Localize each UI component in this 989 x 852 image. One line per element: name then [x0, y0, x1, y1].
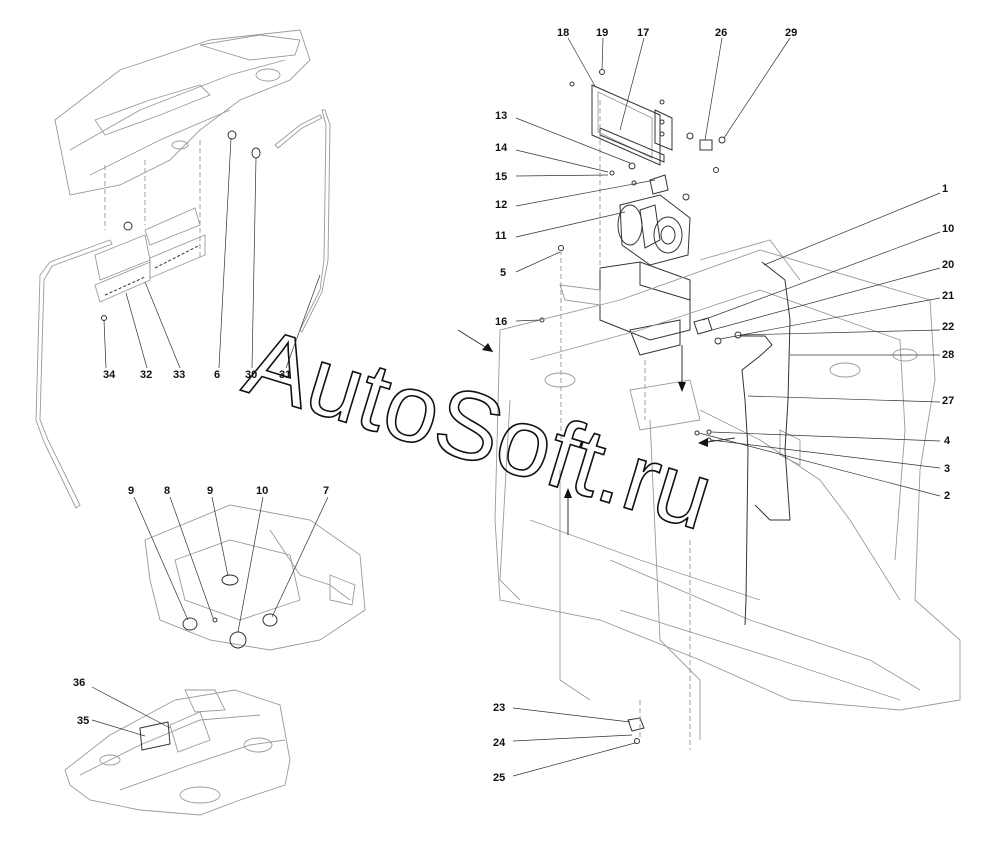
callout-25: 25 [493, 772, 505, 784]
callout-10-left: 10 [256, 485, 268, 497]
callout-23: 23 [493, 702, 505, 714]
callout-13: 13 [495, 110, 507, 122]
callout-4: 4 [944, 435, 951, 447]
callout-2: 2 [944, 490, 950, 502]
callout-labels: 18 19 17 26 29 13 14 15 12 11 5 16 1 10 … [73, 27, 954, 784]
cab-frame [457, 239, 961, 750]
callout-15: 15 [495, 171, 507, 183]
callout-10-right: 10 [942, 223, 954, 235]
callout-29: 29 [785, 27, 797, 39]
leader-lines [91, 37, 941, 777]
callout-26: 26 [715, 27, 727, 39]
watermark-text: AutoSoft.ru [234, 308, 725, 551]
callout-21: 21 [942, 290, 954, 302]
callout-28: 28 [942, 349, 954, 361]
callout-19: 19 [596, 27, 608, 39]
callout-12: 12 [495, 199, 507, 211]
callout-30: 30 [245, 369, 257, 381]
callout-16: 16 [495, 316, 507, 328]
callout-34: 34 [103, 369, 116, 381]
callout-35: 35 [77, 715, 89, 727]
callout-36: 36 [73, 677, 85, 689]
callout-14: 14 [495, 142, 508, 154]
ceiling-panel-assembly [35, 29, 331, 509]
callout-6: 6 [214, 369, 220, 381]
floor-assembly [64, 689, 291, 816]
callout-20: 20 [942, 259, 954, 271]
callout-33: 33 [173, 369, 185, 381]
callout-5: 5 [500, 267, 506, 279]
callout-18: 18 [557, 27, 569, 39]
callout-31: 31 [279, 369, 291, 381]
callout-32: 32 [140, 369, 152, 381]
air-duct-assembly [144, 504, 366, 651]
callout-7: 7 [323, 485, 329, 497]
callout-8: 8 [164, 485, 170, 497]
callout-27: 27 [942, 395, 954, 407]
callout-1: 1 [942, 183, 948, 195]
callout-9-left: 9 [128, 485, 134, 497]
heater-blower-assembly [539, 69, 726, 440]
callout-24: 24 [493, 737, 506, 749]
callout-17: 17 [637, 27, 649, 39]
callout-22: 22 [942, 321, 954, 333]
callout-11: 11 [495, 230, 507, 242]
callout-3: 3 [944, 463, 950, 475]
callout-9-right: 9 [207, 485, 213, 497]
